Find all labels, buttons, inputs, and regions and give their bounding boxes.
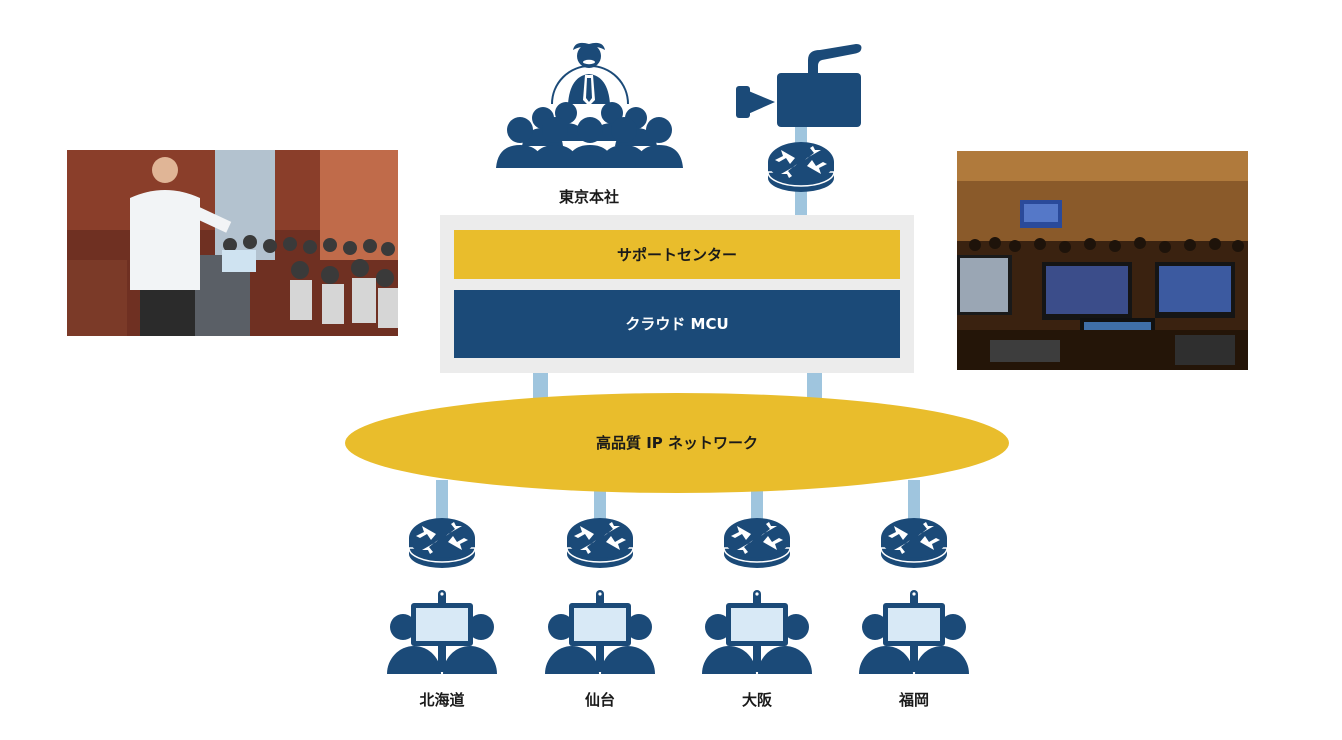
- cloud-mcu-box: [454, 290, 900, 358]
- branch-label-hokkaido: 北海道: [419, 691, 464, 709]
- video-camera-icon: [736, 44, 862, 127]
- branch-router-icon: [566, 517, 634, 569]
- camera-router-icon: [767, 141, 835, 193]
- support-center-label: サポートセンター: [617, 246, 737, 264]
- branch-user-icon: [702, 590, 812, 674]
- branch-user-icon: [545, 590, 655, 674]
- branch-router-icon: [408, 517, 476, 569]
- branch-router-icon: [723, 517, 791, 569]
- hq-label: 東京本社: [559, 188, 619, 206]
- branch-user-icon: [387, 590, 497, 674]
- support-center-box: [454, 230, 900, 279]
- branch-router-icon: [880, 517, 948, 569]
- hq-audience-icon: [496, 42, 683, 168]
- ip-network-ellipse: [345, 393, 1009, 493]
- branch-label-fukuoka: 福岡: [898, 691, 929, 709]
- cloud-mcu-label: クラウド MCU: [625, 315, 728, 333]
- ip-network-label: 高品質 IP ネットワーク: [596, 434, 758, 452]
- presenter-photo: [67, 150, 398, 336]
- branch-label-sendai: 仙台: [585, 691, 615, 709]
- branch-user-icon: [859, 590, 969, 674]
- branch-label-osaka: 大阪: [742, 691, 773, 709]
- center-panel: サポートセンター クラウド MCU: [440, 215, 914, 373]
- control-room-photo: [957, 151, 1248, 370]
